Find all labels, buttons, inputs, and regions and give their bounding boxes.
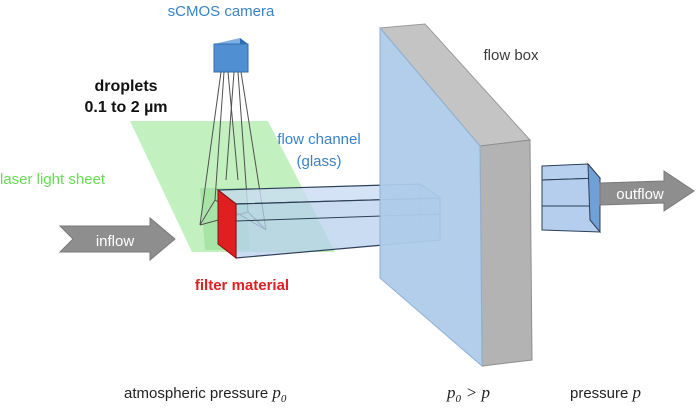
outlet-channel: [541, 162, 602, 234]
flowbox-front: [379, 26, 483, 368]
outflow-arrow: outflow: [599, 170, 695, 212]
droplet-size-label: 0.1 to 2 µm: [84, 99, 167, 116]
flow-box-label: flow box: [483, 47, 539, 64]
atmospheric-pressure-label: atmospheric pressure p0: [124, 383, 287, 405]
flowbox-side: [479, 139, 533, 367]
inflow-label: inflow: [96, 233, 135, 250]
pressure-relation-label: p0 > p: [446, 383, 490, 405]
flow-channel-label: flow channel: [277, 131, 360, 148]
camera-label: sCMOS camera: [168, 3, 275, 20]
filter-material-label: filter material: [195, 277, 289, 294]
droplets-label: droplets: [94, 78, 157, 95]
flow-channel-glass-label: (glass): [296, 153, 341, 170]
camera-cube: [213, 38, 249, 73]
filter-material-block: [217, 188, 237, 260]
pressure-p-label: pressure p: [570, 383, 641, 402]
flow-box: [378, 23, 533, 368]
inflow-arrow: inflow: [58, 216, 176, 262]
laser-sheet-label: laser light sheet: [0, 171, 106, 188]
outflow-label: outflow: [616, 186, 664, 203]
